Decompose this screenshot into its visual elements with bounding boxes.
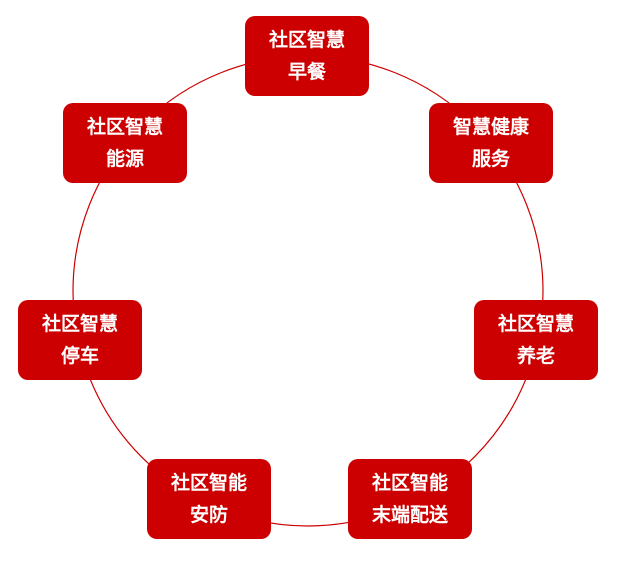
node-label: 社区智慧 [86, 116, 163, 138]
node-label: 安防 [189, 504, 228, 526]
node-community-smart-energy: 社区智慧 能源 [63, 103, 187, 183]
node-community-smart-parking: 社区智慧 停车 [18, 300, 142, 380]
node-label: 社区智慧 [41, 313, 118, 335]
node-label: 停车 [60, 345, 99, 367]
node-label: 社区智能 [170, 472, 247, 494]
node-smart-health-service: 智慧健康 服务 [429, 103, 553, 183]
node-label: 社区智能 [371, 472, 448, 494]
node-label: 养老 [516, 345, 555, 367]
node-label: 服务 [471, 148, 510, 170]
node-label: 早餐 [287, 61, 326, 83]
node-label: 能源 [105, 148, 144, 170]
node-label: 智慧健康 [452, 116, 529, 138]
node-label: 末端配送 [371, 504, 448, 526]
node-community-smart-last-mile-delivery: 社区智能 末端配送 [348, 459, 472, 539]
node-label: 社区智慧 [268, 29, 345, 51]
node-community-smart-security: 社区智能 安防 [147, 459, 271, 539]
node-label: 社区智慧 [497, 313, 574, 335]
node-community-smart-breakfast: 社区智慧 早餐 [245, 16, 369, 96]
node-community-smart-elderly-care: 社区智慧 养老 [474, 300, 598, 380]
